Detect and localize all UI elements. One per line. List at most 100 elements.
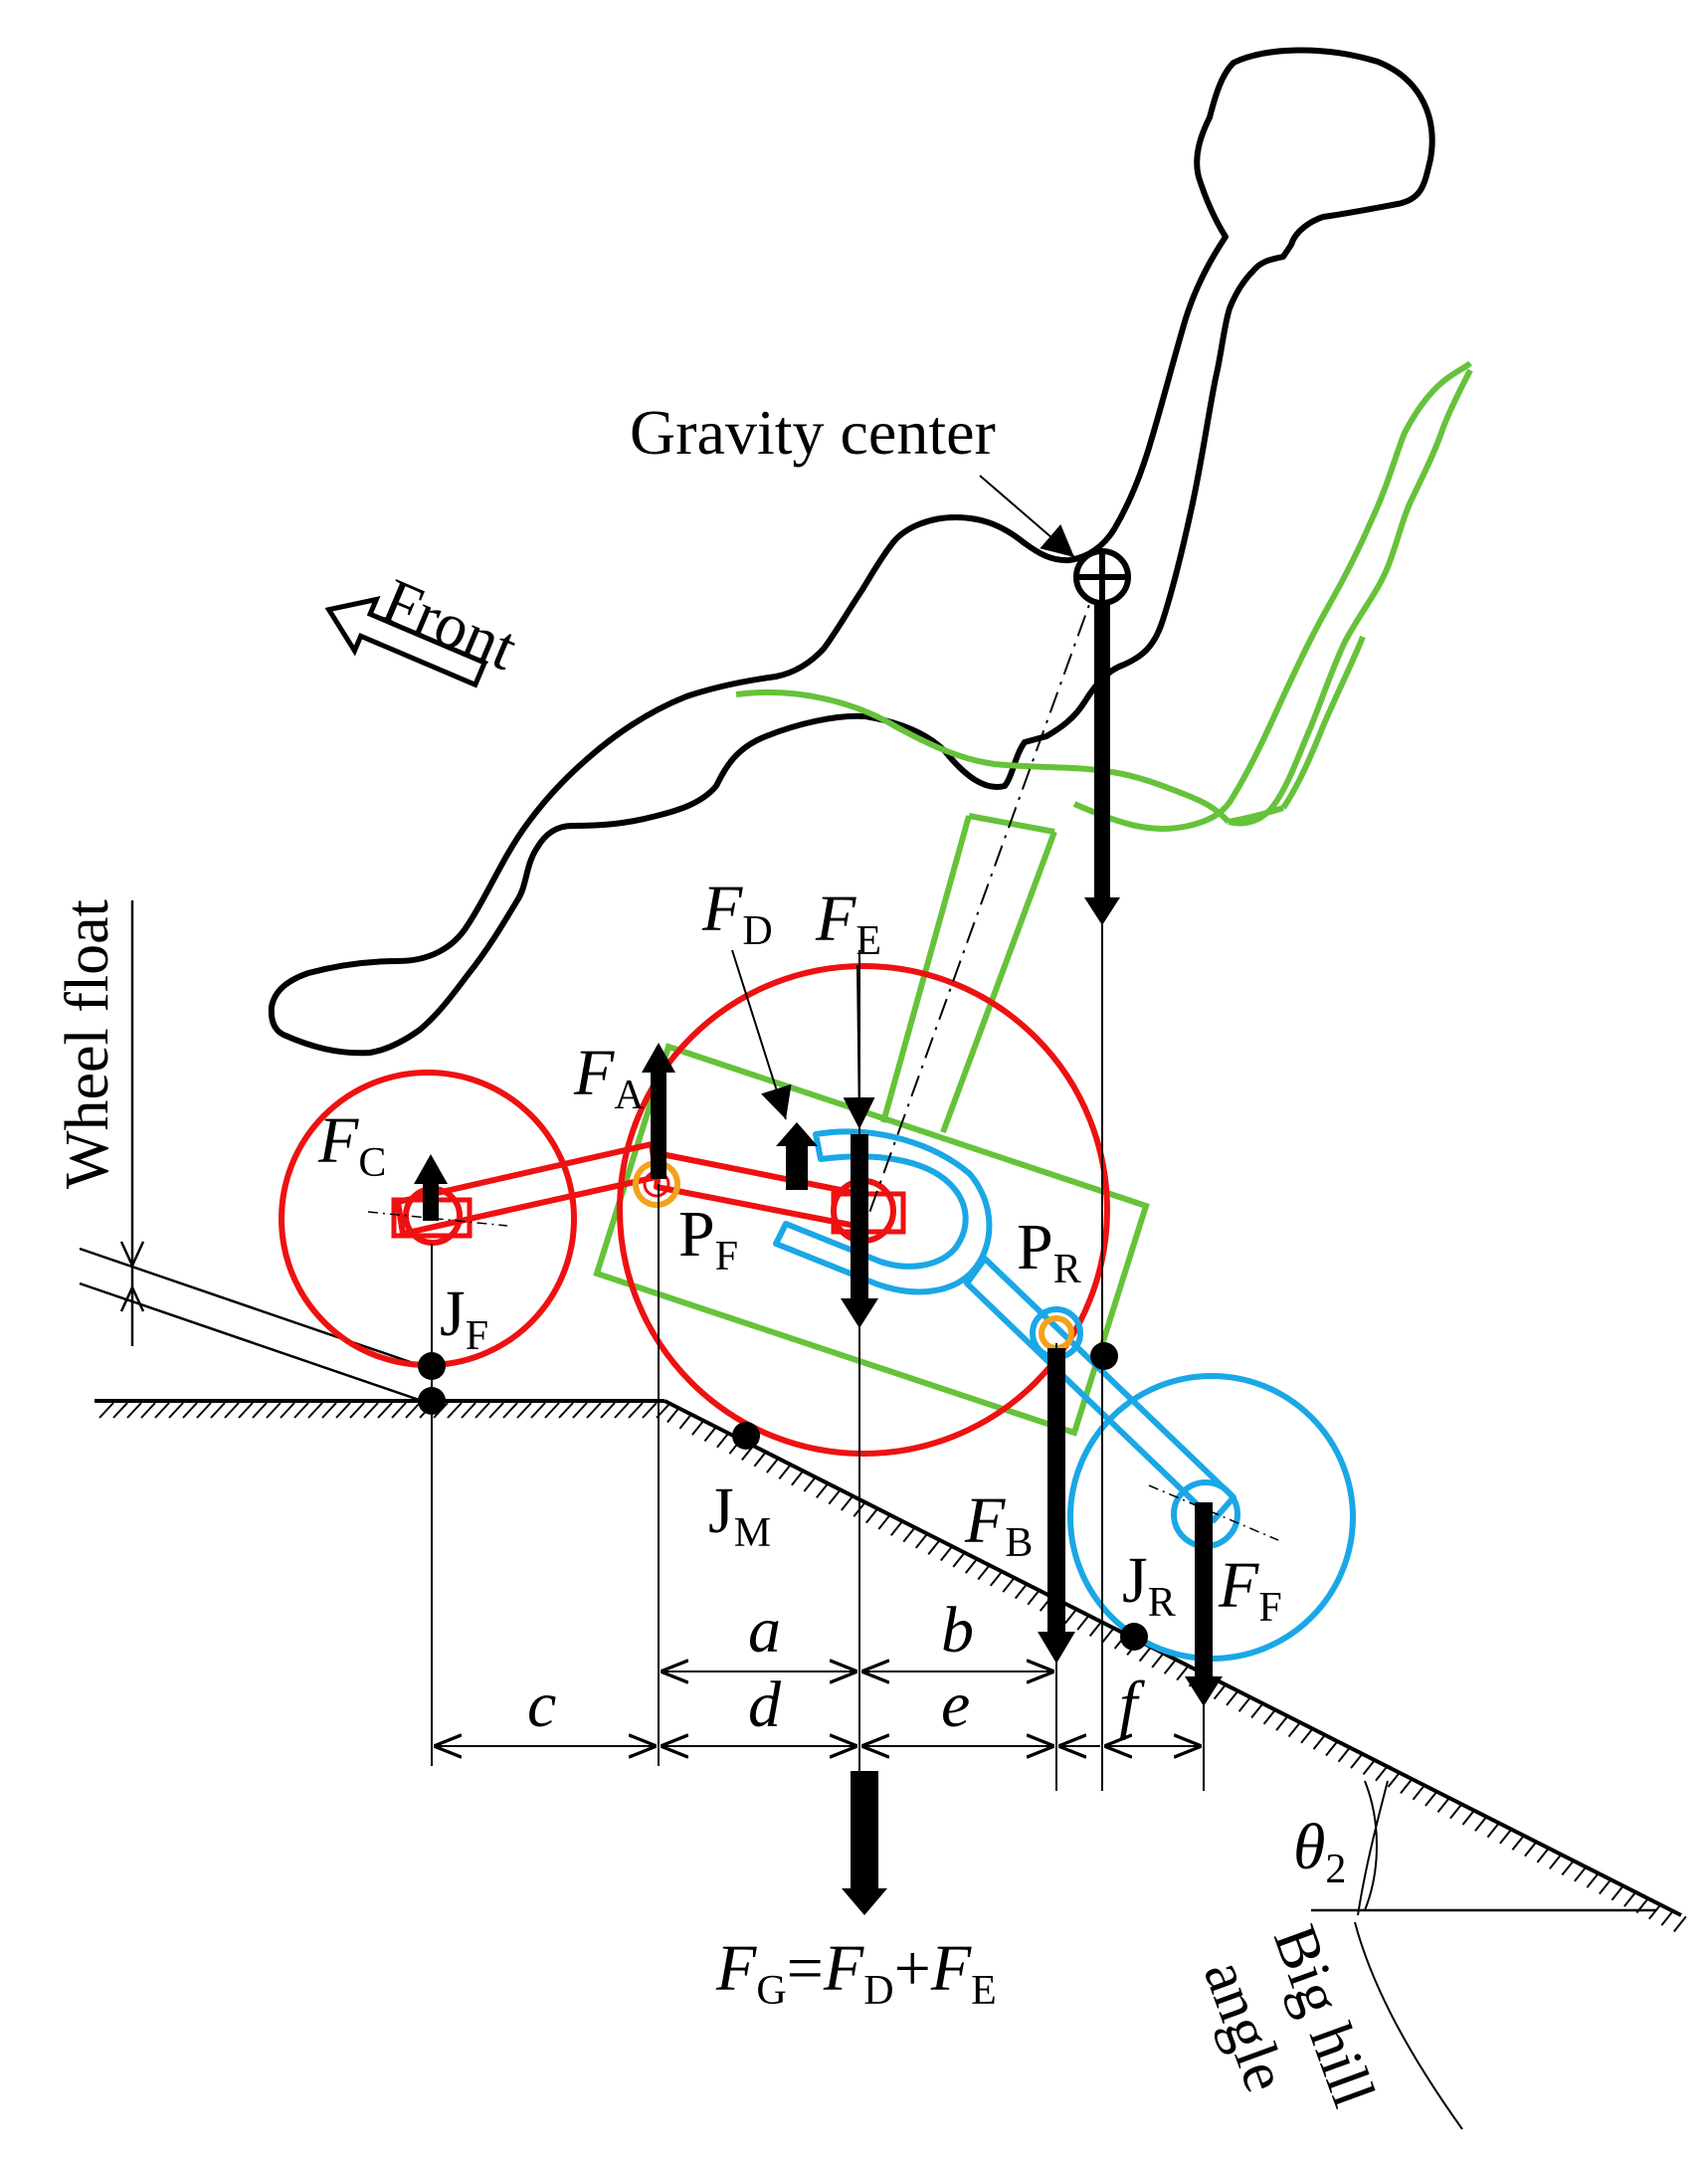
- force-fe-head: [841, 1298, 878, 1328]
- label-fa: FA: [573, 1037, 645, 1118]
- hatch-mark: [1088, 1620, 1103, 1638]
- hatch-mark: [349, 1402, 365, 1419]
- seat-back-curve: [1072, 360, 1473, 833]
- point-jr: [1120, 1623, 1148, 1651]
- hatch-mark: [224, 1402, 240, 1419]
- hatch-mark: [112, 1402, 128, 1419]
- hatch-mark: [1101, 1627, 1115, 1644]
- hatch-mark: [307, 1402, 323, 1419]
- angle-arc-connector: [1357, 1780, 1389, 1916]
- hatch-mark: [1287, 1720, 1302, 1738]
- hatch-mark: [1014, 1582, 1029, 1600]
- force-fb-shaft: [1047, 1348, 1065, 1637]
- hatch-mark: [447, 1402, 463, 1419]
- hatch-mark: [1387, 1771, 1402, 1788]
- hatch-mark: [1412, 1784, 1426, 1801]
- float-arrow-top: [119, 1241, 145, 1270]
- hatch-mark: [1063, 1608, 1078, 1625]
- hatch-mark: [1300, 1727, 1314, 1744]
- force-gravity-head: [1084, 897, 1120, 925]
- force-ff-shaft: [1195, 1502, 1213, 1681]
- rear-fork-arm: [964, 1256, 1236, 1523]
- gravity-centerline: [864, 576, 1100, 1225]
- hatch-mark: [890, 1519, 904, 1536]
- hatch-mark: [642, 1402, 658, 1419]
- point-jf-upper: [418, 1352, 446, 1380]
- force-fa-head: [642, 1043, 675, 1073]
- hatch-mark: [1549, 1853, 1563, 1869]
- hatch-mark: [1424, 1790, 1438, 1807]
- angle-arc-small: [1364, 1780, 1378, 1911]
- hatch-mark: [1623, 1890, 1637, 1907]
- contact-points: [418, 1342, 1148, 1651]
- point-jf-ground: [418, 1387, 446, 1415]
- front-direction: [324, 596, 488, 688]
- hatch-mark: [405, 1402, 421, 1419]
- hatch-mark: [126, 1402, 142, 1419]
- hatch-mark: [572, 1402, 588, 1419]
- hatch-mark: [1002, 1576, 1017, 1593]
- gravity-center-marker: Gravity center: [630, 397, 1131, 606]
- force-fg-shaft: [851, 1771, 878, 1890]
- hatch-mark: [140, 1402, 156, 1419]
- hatch-mark: [1586, 1871, 1601, 1888]
- hatch-mark: [558, 1402, 574, 1419]
- hatch-mark: [1660, 1909, 1675, 1926]
- labels: FC FA FD FE FB FF PF PR JF JM JR FG=FD+F…: [317, 873, 1656, 2130]
- front-arrow-icon: [324, 596, 488, 688]
- hatch-mark: [703, 1425, 718, 1443]
- big-hill-label: Big hill: [1260, 1917, 1388, 2116]
- label-pf: PF: [678, 1198, 738, 1279]
- force-arrows: [414, 602, 1223, 1915]
- hatch-mark: [1461, 1809, 1476, 1826]
- dim-a-label: a: [748, 1594, 781, 1667]
- hatch-mark: [666, 1406, 680, 1424]
- force-fd-head: [776, 1122, 818, 1146]
- hatch-mark: [1673, 1915, 1687, 1933]
- hatch-mark: [1561, 1859, 1576, 1876]
- seat-back-line: [1228, 368, 1473, 827]
- hatch-mark: [877, 1513, 892, 1530]
- force-ff-head: [1185, 1676, 1223, 1706]
- label-fc: FC: [317, 1104, 386, 1186]
- hatch-mark: [1337, 1746, 1352, 1763]
- label-pr: PR: [1017, 1211, 1081, 1292]
- label-jf: JF: [440, 1277, 488, 1359]
- hatch-mark: [586, 1402, 602, 1419]
- hatch-mark: [1375, 1765, 1389, 1782]
- label-fb: FB: [964, 1484, 1033, 1566]
- hatch-mark: [1599, 1877, 1613, 1895]
- force-fc-head: [414, 1154, 448, 1184]
- hatch-mark: [182, 1402, 198, 1419]
- hatch-mark: [753, 1451, 768, 1468]
- hatch-mark: [614, 1402, 630, 1419]
- hatch-mark: [977, 1563, 992, 1581]
- ground: [95, 1399, 1687, 1933]
- hatch-mark: [363, 1402, 379, 1419]
- hatch-mark: [1151, 1652, 1165, 1669]
- wheel-float-indicator: Wheel float: [54, 899, 429, 1405]
- dim-d-label: d: [748, 1669, 782, 1741]
- hatch-mark: [474, 1402, 490, 1419]
- hatch-mark: [502, 1402, 518, 1419]
- hatch-mark: [1648, 1903, 1662, 1920]
- hatch-mark: [1262, 1708, 1277, 1725]
- force-fe-shaft: [851, 1134, 868, 1303]
- hatch-mark: [168, 1402, 184, 1419]
- hatch-mark: [841, 1494, 854, 1511]
- hatch-mark: [154, 1402, 170, 1419]
- label-fe: FE: [815, 883, 881, 964]
- angle-arc-large: [1354, 1921, 1463, 2130]
- hatch-mark: [678, 1413, 693, 1430]
- hatch-mark: [600, 1402, 616, 1419]
- float-ref-line-lower: [79, 1281, 429, 1405]
- force-fd-shaft: [786, 1142, 808, 1190]
- hatch-mark: [488, 1402, 504, 1419]
- seated-person-outline: [268, 47, 1435, 1057]
- hatch-mark: [778, 1463, 793, 1480]
- hatch-mark: [280, 1402, 295, 1419]
- hatch-mark: [293, 1402, 309, 1419]
- hatch-mark: [803, 1475, 818, 1492]
- hatch-mark: [1486, 1821, 1501, 1839]
- slope-ground-hatch: [666, 1406, 1687, 1933]
